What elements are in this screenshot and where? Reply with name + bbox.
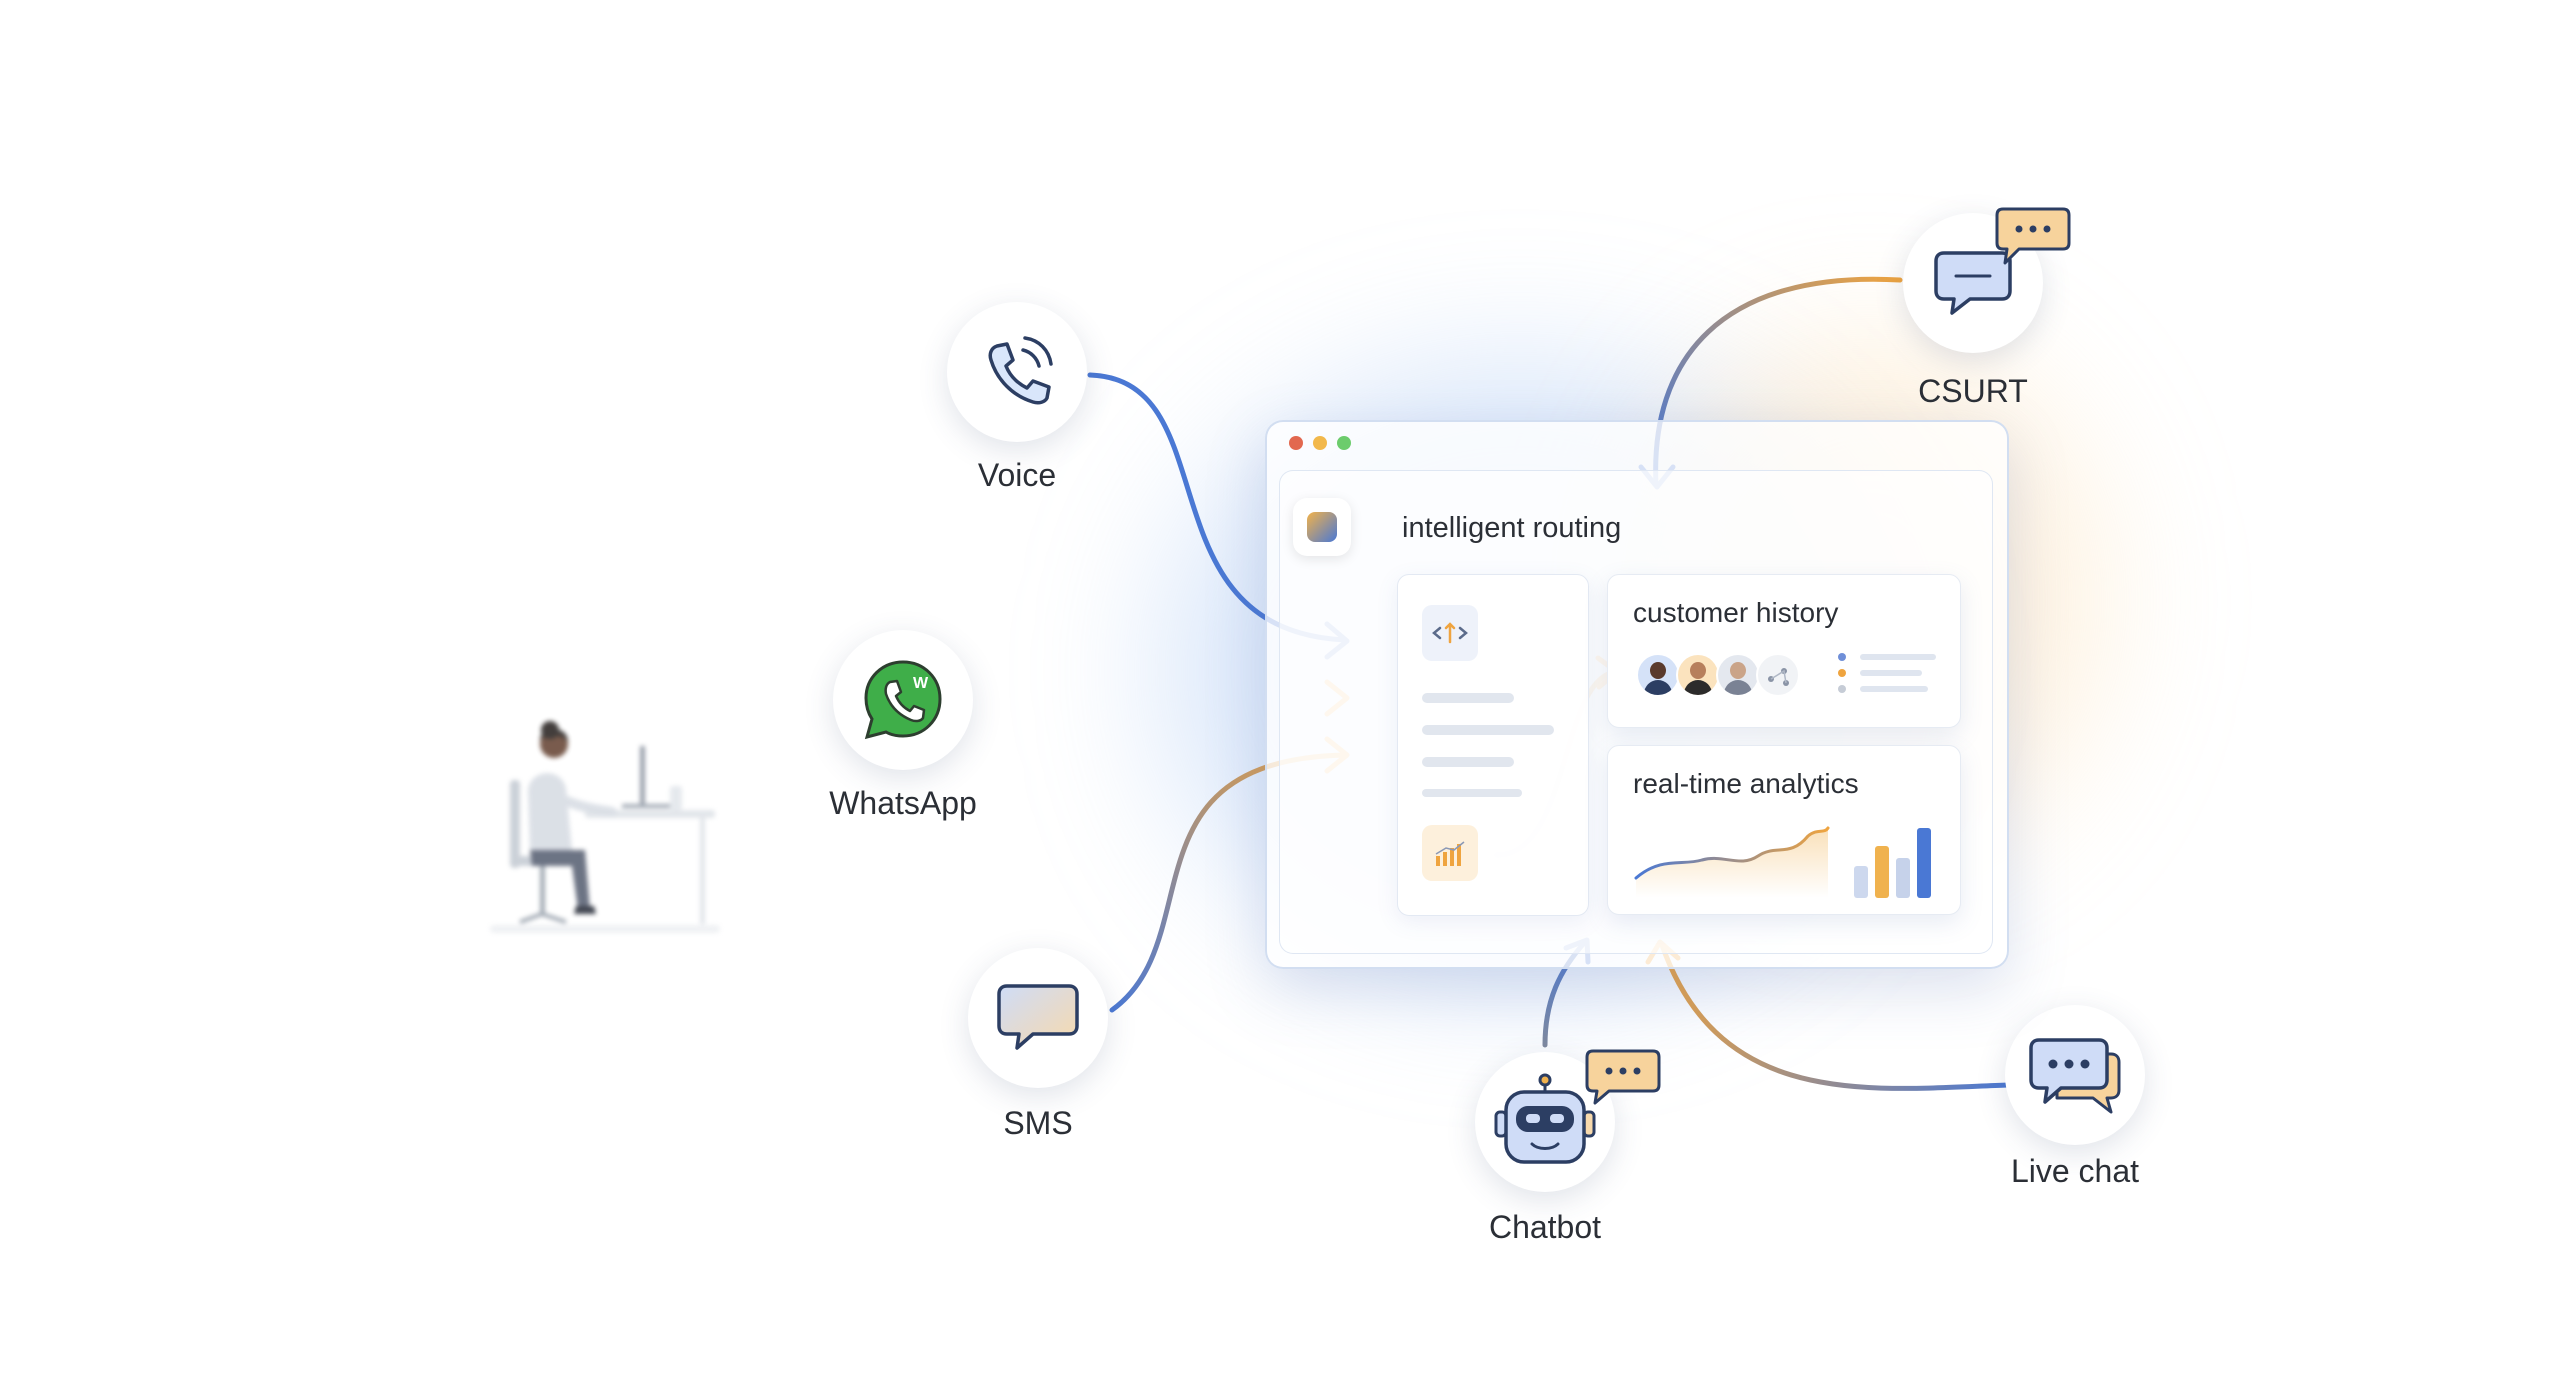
live-chat-icon (2029, 1038, 2121, 1114)
window-title: intelligent routing (1402, 512, 1622, 544)
placeholder-line (1422, 789, 1522, 797)
chatbot-channel[interactable]: Chatbot (1475, 1049, 1661, 1245)
sms-message-icon (997, 984, 1079, 1050)
analytics-bar (1896, 858, 1910, 898)
analytics-bar (1875, 846, 1889, 898)
chatbot-speech-bubble-icon (1585, 1049, 1661, 1105)
csurt-speech-bubble-icon (1995, 207, 2071, 265)
chatbot-label: Chatbot (1488, 1209, 1602, 1245)
placeholder-line (1422, 725, 1554, 735)
voice-channel[interactable]: Voice (947, 302, 1087, 493)
customer-history-title: customer history (1633, 597, 1839, 628)
window-minimize-dot[interactable] (1313, 436, 1327, 450)
avatar (1716, 653, 1760, 697)
window-controls (1289, 436, 1351, 450)
sms-bubble[interactable] (968, 948, 1108, 1088)
sms-label: SMS (1003, 1105, 1073, 1141)
csurt-channel[interactable]: CSURT (1903, 207, 2071, 409)
real-time-analytics-title: real-time analytics (1633, 768, 1859, 799)
history-legend (1838, 653, 1936, 701)
window-close-dot[interactable] (1289, 436, 1303, 450)
bar-chart-icon (1422, 825, 1478, 881)
customer-avatars (1636, 653, 1800, 697)
avatar (1636, 653, 1680, 697)
person-at-desk-illustration (490, 721, 720, 933)
real-time-analytics-card[interactable]: real-time analytics (1607, 745, 1961, 915)
routing-app-window: intelligent routing customer history (1265, 420, 2009, 969)
analytics-bar (1854, 866, 1868, 898)
voice-label: Voice (977, 457, 1057, 493)
sms-channel[interactable]: SMS (968, 948, 1108, 1141)
phone-icon (988, 336, 1053, 405)
connection-icon (1768, 668, 1789, 686)
analytics-mini-chart (1634, 826, 1931, 898)
app-logo-icon (1307, 512, 1337, 542)
svg-text:W: W (913, 675, 929, 692)
avatar (1676, 653, 1720, 697)
voice-bubble[interactable] (947, 302, 1087, 442)
analytics-bar (1917, 828, 1931, 898)
live-chat-bubble[interactable] (2005, 1005, 2145, 1145)
live-chat-flow-arrow (1659, 942, 2011, 1091)
trend-line (1634, 826, 1830, 880)
window-maximize-dot[interactable] (1337, 436, 1351, 450)
live-chat-channel[interactable]: Live chat (2005, 1005, 2145, 1189)
trend-area (1636, 828, 1828, 898)
whatsapp-bubble[interactable]: W (833, 630, 973, 770)
customer-history-card[interactable]: customer history (1607, 574, 1961, 728)
csurt-label: CSURT (1918, 373, 2028, 409)
placeholder-line (1422, 757, 1514, 767)
whatsapp-label: WhatsApp (829, 785, 977, 821)
whatsapp-icon: W (864, 660, 942, 740)
routing-panel (1397, 574, 1589, 916)
live-chat-label: Live chat (2010, 1153, 2140, 1189)
app-logo (1293, 498, 1351, 556)
robot-icon (1494, 1073, 1596, 1164)
whatsapp-channel[interactable]: W WhatsApp (829, 630, 977, 821)
placeholder-line (1422, 693, 1514, 703)
routing-icon (1422, 605, 1478, 661)
avatar (1756, 653, 1800, 697)
